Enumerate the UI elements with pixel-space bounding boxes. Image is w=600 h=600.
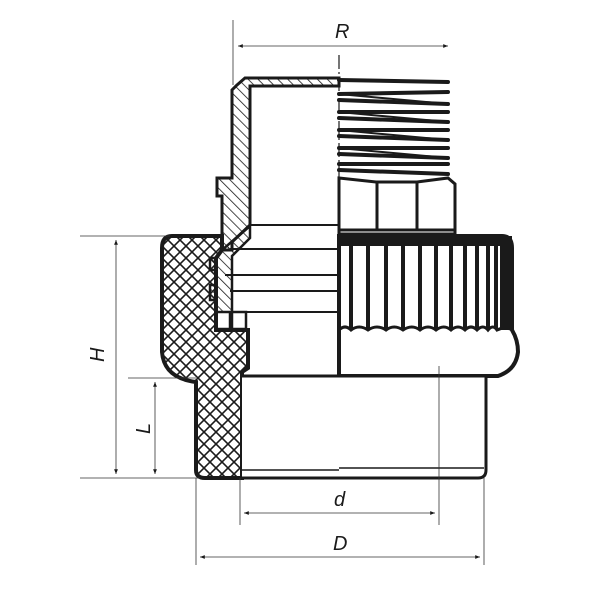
dimension-l: L [128, 377, 196, 475]
section-view [160, 76, 341, 480]
dimension-label-r: R [335, 21, 349, 43]
dimension-d-outer: D [195, 478, 485, 565]
hex-collar [337, 176, 457, 236]
dimension-d-inner: d [239, 366, 440, 525]
socket-body [242, 374, 488, 480]
dimension-label-d-outer: D [333, 533, 347, 555]
external-view [242, 78, 521, 480]
dimension-label-d-inner: d [334, 489, 346, 511]
male-thread [337, 78, 450, 176]
dimension-r: R [232, 20, 449, 85]
knurled-nut [337, 234, 521, 378]
dimension-label-h: H [87, 347, 109, 362]
dimension-label-l: L [133, 423, 155, 434]
dimension-h: H [80, 235, 200, 479]
